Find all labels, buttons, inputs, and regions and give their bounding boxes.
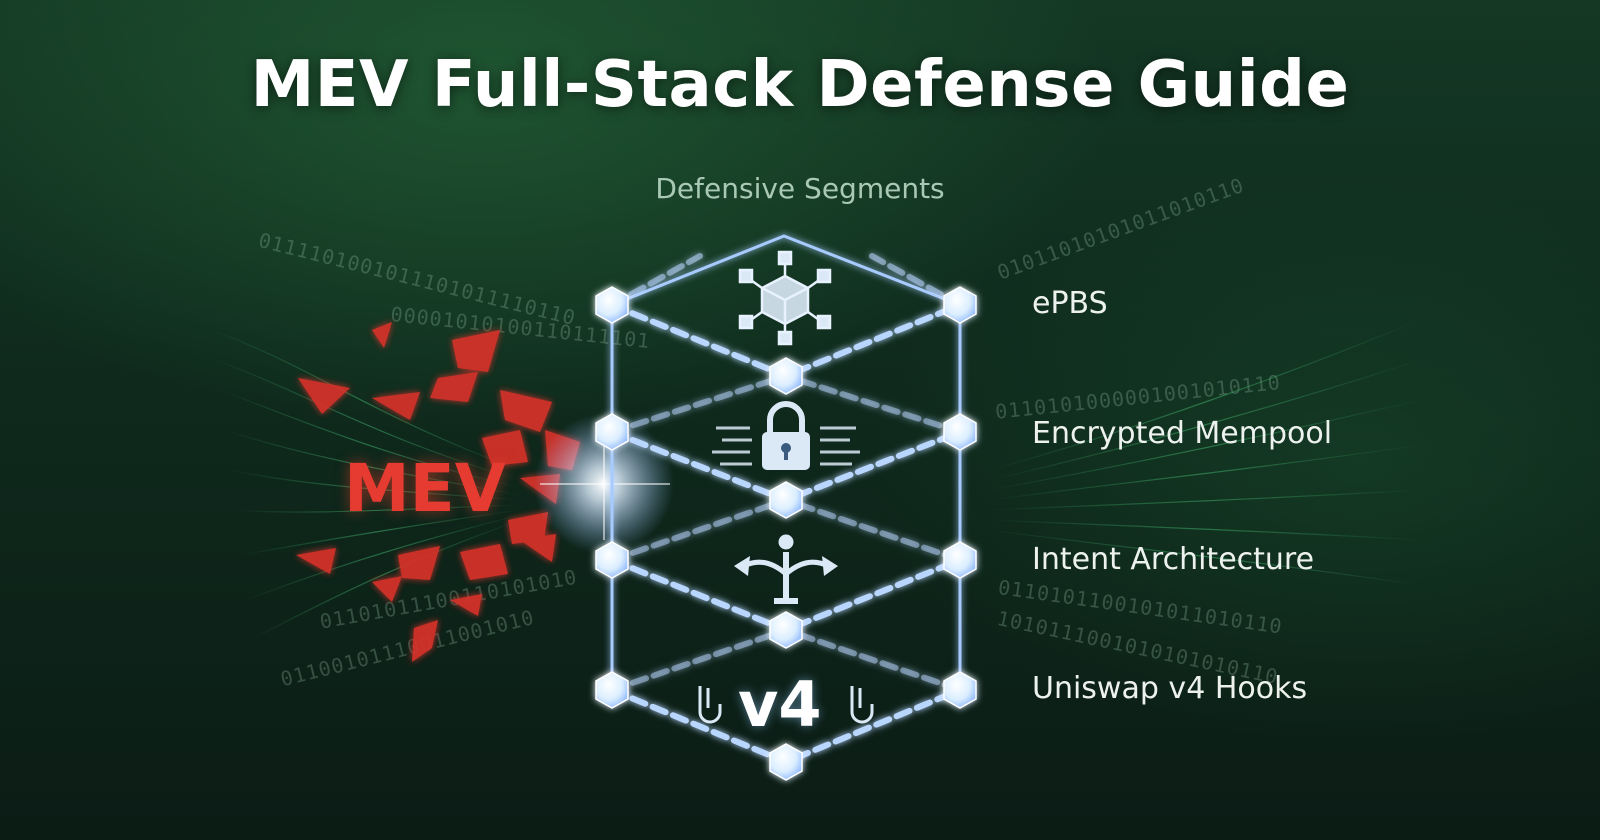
right-mesh-wave [989,319,1421,586]
v4-badge: v4 [738,668,822,741]
branching-arrows-icon [734,534,838,604]
node [943,286,977,324]
node [769,611,803,649]
node [595,541,629,579]
section-subtitle: Defensive Segments [655,172,945,205]
padlock-icon [712,401,860,470]
page-title: MEV Full-Stack Defense Guide [250,48,1350,122]
node [769,357,803,395]
segment-label-uniswap-v4-hooks: Uniswap v4 Hooks [1032,671,1308,706]
chain-nodes [595,286,977,781]
impact-rays [540,430,670,540]
node [769,743,803,781]
node [595,286,629,324]
node [943,541,977,579]
node [769,481,803,519]
segment-label-epbs: ePBS [1032,286,1108,321]
stack-frame [610,234,962,690]
segment-label-encrypted-mempool: Encrypted Mempool [1032,416,1333,451]
node [595,413,629,451]
mev-threat-label: MEV [344,450,506,527]
left-mesh-wave [209,329,521,641]
segment-label-intent-architecture: Intent Architecture [1032,542,1315,577]
node [943,413,977,451]
node [595,671,629,709]
hooks-icon [698,686,874,724]
network-cube-icon [738,250,832,346]
node [943,671,977,709]
